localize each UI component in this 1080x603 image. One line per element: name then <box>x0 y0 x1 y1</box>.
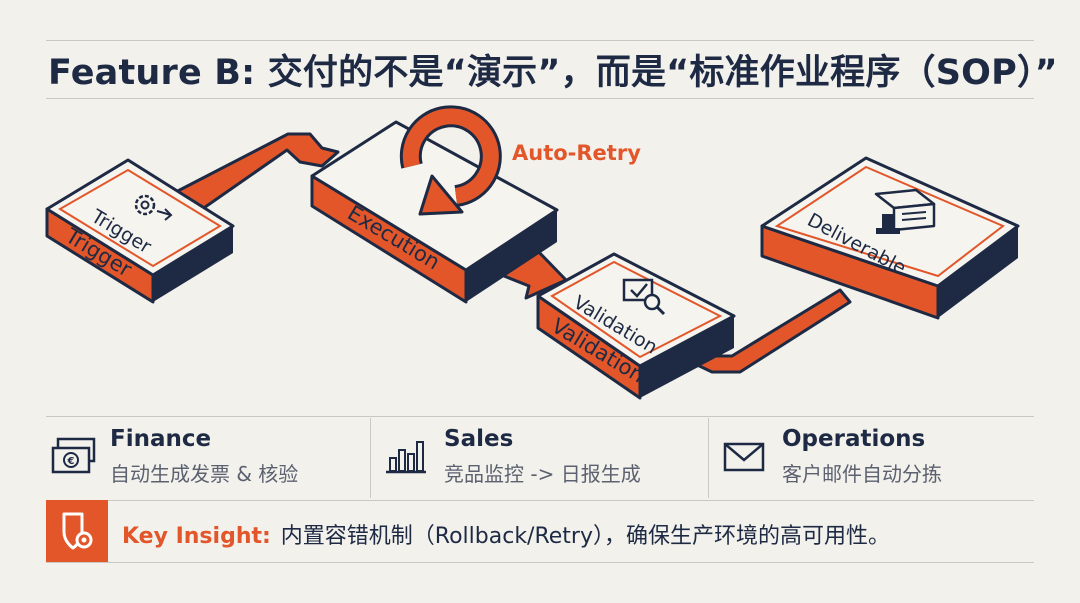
bar-chart-icon <box>384 436 430 476</box>
category-divider <box>708 418 709 498</box>
auto-retry-label: Auto-Retry <box>512 141 641 165</box>
category-name: Sales <box>444 426 513 452</box>
key-insight-label: Key Insight: <box>122 524 271 549</box>
sop-flow-diagram: Trigger Trigger Execution Auto-Retry Val… <box>0 0 1080 420</box>
category-desc: 竞品监控 -> 日报生成 <box>444 458 641 487</box>
key-insight-text: Key Insight: 内置容错机制（Rollback/Retry），确保生产环… <box>122 518 890 550</box>
category-finance: € Finance 自动生成发票 & 核验 <box>50 416 360 500</box>
category-name: Operations <box>782 426 925 452</box>
validation-box: Validation Validation <box>538 254 734 398</box>
key-insight-banner: Key Insight: 内置容错机制（Rollback/Retry），确保生产环… <box>46 500 1034 562</box>
category-operations: Operations 客户邮件自动分拣 <box>722 416 1032 500</box>
shield-gear-icon <box>46 500 108 562</box>
deliverable-box: Deliverable <box>762 158 1018 318</box>
category-name: Finance <box>110 426 211 452</box>
key-insight-body: 内置容错机制（Rollback/Retry），确保生产环境的高可用性。 <box>281 524 890 549</box>
category-desc: 自动生成发票 & 核验 <box>110 458 298 487</box>
insight-bottom-rule <box>46 562 1034 563</box>
banknotes-icon: € <box>50 436 96 476</box>
svg-text:€: € <box>67 456 75 467</box>
category-divider <box>370 418 371 498</box>
category-desc: 客户邮件自动分拣 <box>782 458 942 487</box>
envelope-icon <box>722 436 768 476</box>
category-sales: Sales 竞品监控 -> 日报生成 <box>384 416 694 500</box>
